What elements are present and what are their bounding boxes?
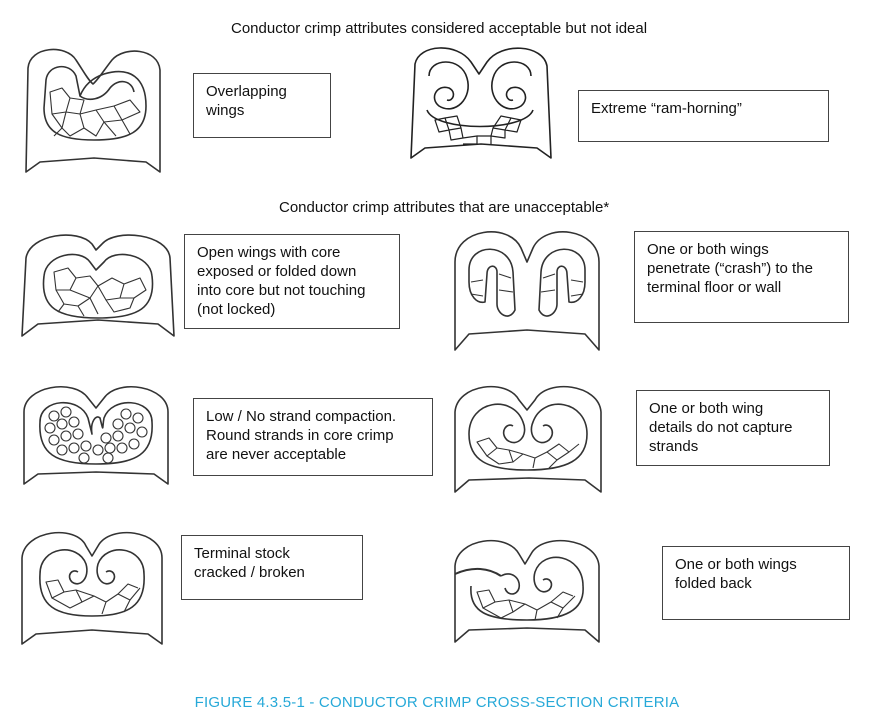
acceptable-heading: Conductor crimp attributes considered ac… (231, 20, 648, 37)
unacceptable-heading: Conductor crimp attributes that are unac… (279, 199, 610, 216)
low-compaction-label: Low / No strand compaction. Round strand… (193, 398, 433, 476)
figure-caption: FIGURE 4.3.5-1 - CONDUCTOR CRIMP CROSS-S… (194, 694, 680, 711)
wing-details-illustration (447, 378, 612, 498)
terminal-cracked-label: Terminal stock cracked / broken (181, 535, 363, 600)
wings-crash-illustration (447, 222, 612, 357)
low-compaction-illustration (18, 378, 178, 493)
wing-details-label: One or both wing details do not capture … (636, 390, 830, 466)
terminal-cracked-illustration (16, 522, 171, 652)
folded-back-label: One or both wings folded back (662, 546, 850, 620)
open-wings-illustration (18, 228, 178, 348)
open-wings-label: Open wings with core exposed or folded d… (184, 234, 400, 329)
overlapping-wings-illustration (18, 40, 168, 175)
wings-crash-label: One or both wings penetrate (“crash”) to… (634, 231, 849, 323)
folded-back-illustration (447, 530, 607, 650)
ram-horning-label: Extreme “ram-horning” (578, 90, 829, 142)
ram-horning-illustration (405, 40, 555, 165)
overlapping-wings-label: Overlapping wings (193, 73, 331, 138)
